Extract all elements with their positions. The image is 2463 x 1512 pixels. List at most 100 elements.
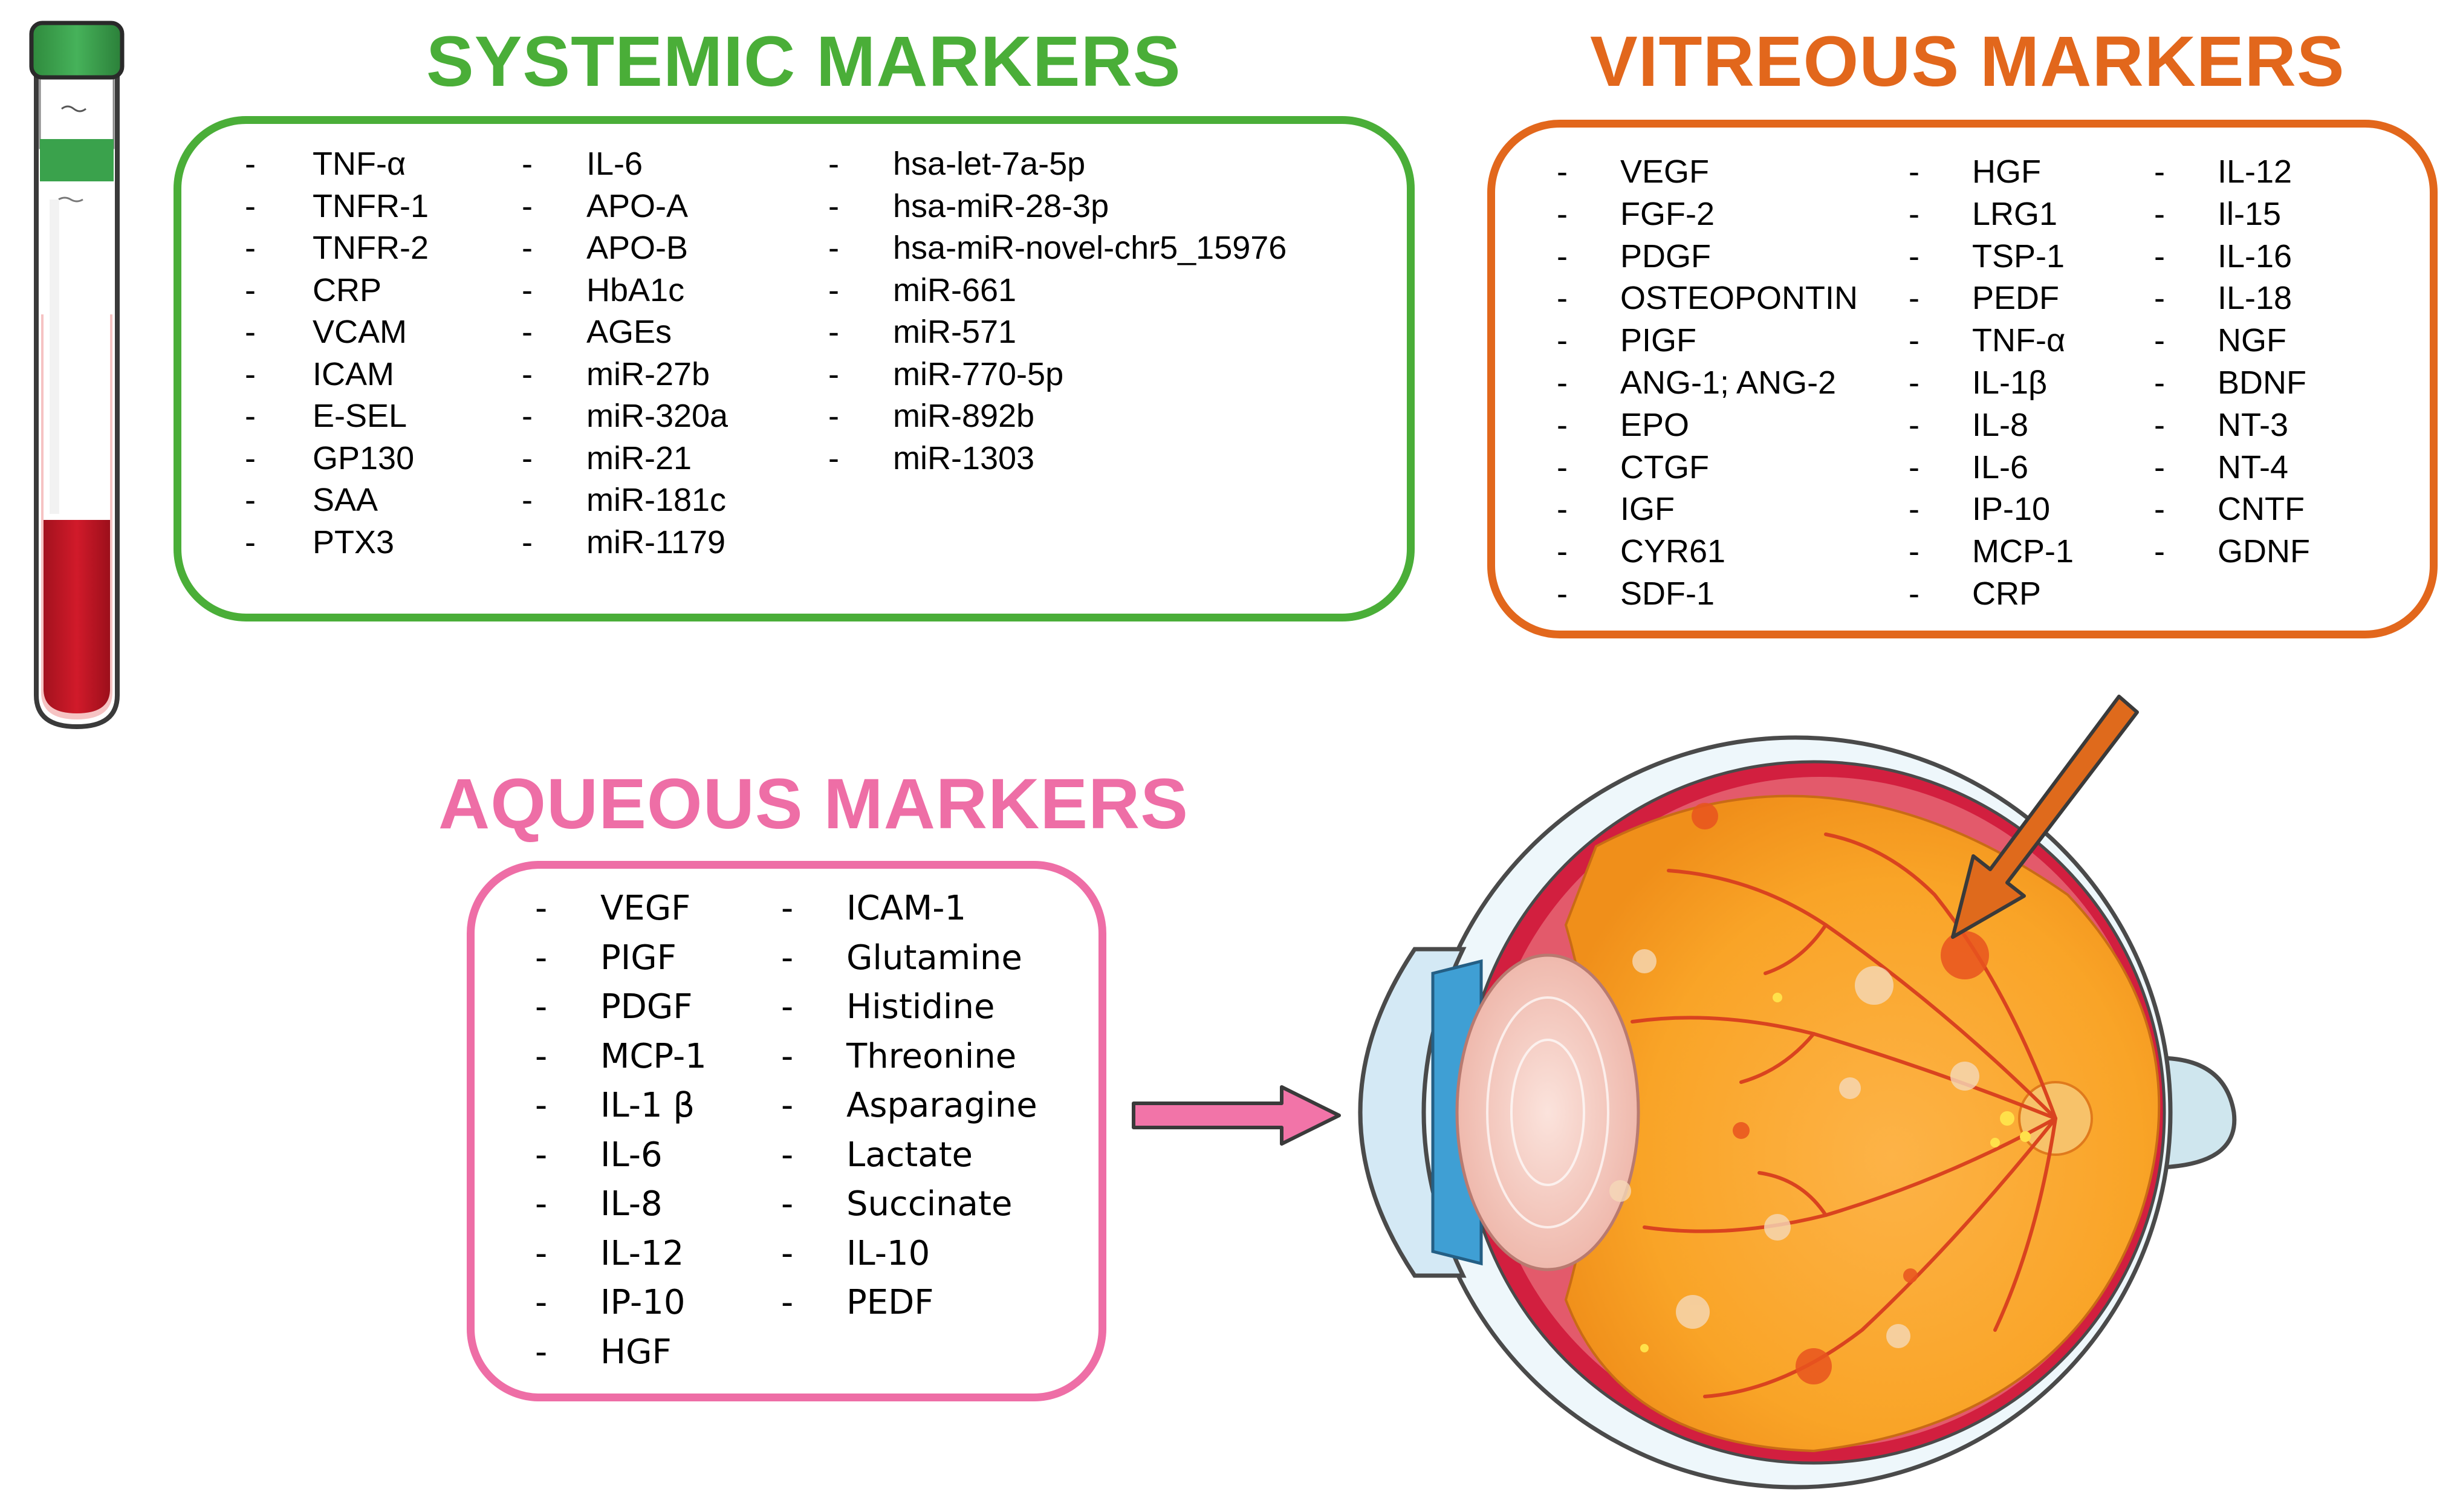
vitreous-marker-item: -CYR61 [1557, 531, 1858, 573]
aqueous-marker-item: -HGF [535, 1328, 707, 1377]
vitreous-marker-label: IL-1β [1972, 364, 2048, 401]
bullet-dash: - [245, 524, 256, 560]
systemic-column-3: -hsa-let-7a-5p-hsa-miR-28-3p-hsa-miR-nov… [828, 143, 1287, 479]
bullet-dash: - [828, 398, 839, 434]
bullet-dash: - [781, 889, 794, 928]
aqueous-marker-item: -IL-8 [535, 1179, 707, 1229]
vitreous-marker-label: FGF-2 [1620, 195, 1715, 232]
bullet-dash: - [2154, 322, 2165, 359]
aqueous-marker-label: Histidine [846, 987, 995, 1027]
bullet-dash: - [781, 987, 794, 1027]
bullet-dash: - [522, 398, 533, 434]
vitreous-marker-item: -LRG1 [1909, 193, 2074, 236]
systemic-marker-item: -miR-661 [828, 270, 1287, 312]
systemic-marker-label: miR-892b [893, 398, 1035, 434]
systemic-marker-label: TNFR-1 [313, 187, 429, 224]
bullet-dash: - [535, 938, 548, 978]
bullet-dash: - [1909, 575, 1919, 612]
bullet-dash: - [522, 314, 533, 350]
systemic-marker-label: ICAM [313, 355, 394, 392]
bullet-dash: - [522, 230, 533, 266]
vitreous-marker-label: IGF [1620, 491, 1675, 528]
bullet-dash: - [828, 187, 839, 224]
systemic-marker-label: miR-181c [586, 482, 727, 518]
systemic-marker-label: CRP [313, 271, 382, 308]
vitreous-marker-item: -IL-6 [1909, 447, 2074, 489]
vitreous-marker-item: -OSTEOPONTIN [1557, 277, 1858, 320]
vitreous-marker-item: -GDNF [2154, 531, 2310, 573]
vitreous-marker-item: -IL-1β [1909, 362, 2074, 404]
systemic-marker-item: -APO-A [522, 186, 728, 228]
aqueous-marker-label: IL-12 [600, 1233, 684, 1273]
vitreous-marker-item: -NGF [2154, 320, 2310, 362]
systemic-marker-label: miR-571 [893, 314, 1017, 350]
systemic-marker-item: -VCAM [245, 311, 429, 354]
vitreous-marker-item: -IL-12 [2154, 151, 2310, 193]
vitreous-marker-label: IL-12 [2218, 154, 2293, 190]
bullet-dash: - [1909, 280, 1919, 317]
bullet-dash: - [245, 271, 256, 308]
systemic-marker-label: HbA1c [586, 271, 685, 308]
bullet-dash: - [535, 1086, 548, 1125]
vitreous-marker-item: -NT-4 [2154, 447, 2310, 489]
vitreous-marker-item: -MCP-1 [1909, 531, 2074, 573]
bullet-dash: - [535, 987, 548, 1027]
systemic-column-1: -TNF-α-TNFR-1-TNFR-2-CRP-VCAM-ICAM-E-SEL… [245, 143, 429, 563]
systemic-marker-item: - miR-892b [828, 395, 1287, 438]
systemic-marker-label: miR-1303 [893, 440, 1035, 476]
vitreous-marker-label: VEGF [1620, 154, 1710, 190]
vitreous-markers-panel [1487, 120, 2438, 638]
bullet-dash: - [781, 938, 794, 978]
vitreous-marker-item: - Il-15 [2154, 193, 2310, 236]
bullet-dash: - [535, 1283, 548, 1322]
bullet-dash: - [2154, 491, 2165, 528]
bullet-dash: - [2154, 406, 2165, 443]
bullet-dash: - [245, 482, 256, 518]
systemic-marker-item: - ICAM [245, 354, 429, 396]
vitreous-marker-item: -CNTF [2154, 488, 2310, 531]
aqueous-marker-label: Lactate [846, 1135, 973, 1175]
bullet-dash: - [522, 355, 533, 392]
bullet-dash: - [245, 230, 256, 266]
vitreous-marker-label: IL-8 [1972, 406, 2029, 443]
bullet-dash: - [1557, 154, 1568, 190]
bullet-dash: - [781, 1086, 794, 1125]
systemic-marker-item: -miR-1179 [522, 522, 728, 564]
bullet-dash: - [245, 314, 256, 350]
bullet-dash: - [1909, 449, 1919, 485]
bullet-dash: - [1909, 533, 1919, 570]
systemic-marker-label: miR-320a [586, 398, 729, 434]
aqueous-marker-item: -ICAM-1 [781, 884, 1037, 933]
aqueous-marker-item: -IL-12 [535, 1229, 707, 1279]
vitreous-marker-label: NT-4 [2218, 449, 2289, 485]
systemic-marker-item: -GP130 [245, 438, 429, 480]
blood-tube-icon [29, 21, 125, 730]
bullet-dash: - [2154, 195, 2165, 232]
vitreous-markers-title: VITREOUS MARKERS [1590, 22, 2345, 102]
vitreous-marker-label: Il-15 [2218, 195, 2282, 232]
systemic-marker-label: APO-A [586, 187, 689, 224]
vitreous-marker-item: -SDF-1 [1557, 573, 1858, 615]
bullet-dash: - [535, 1135, 548, 1175]
vitreous-marker-label: TNF-α [1972, 322, 2066, 359]
bullet-dash: - [1557, 364, 1568, 401]
bullet-dash: - [828, 440, 839, 476]
aqueous-marker-item: - Lactate [781, 1131, 1037, 1180]
bullet-dash: - [245, 355, 256, 392]
systemic-marker-label: E-SEL [313, 398, 407, 434]
bullet-dash: - [1557, 449, 1568, 485]
aqueous-marker-item: -Threonine [781, 1032, 1037, 1082]
bullet-dash: - [1557, 280, 1568, 317]
aqueous-marker-item: -PIGF [535, 933, 707, 983]
bullet-dash: - [828, 271, 839, 308]
systemic-marker-label: hsa-let-7a-5p [893, 146, 1086, 182]
aqueous-marker-item: -PEDF [781, 1278, 1037, 1328]
aqueous-marker-label: IL-6 [600, 1135, 663, 1175]
systemic-marker-label: miR-770-5p [893, 355, 1064, 392]
bullet-dash: - [522, 482, 533, 518]
vitreous-marker-label: IL-16 [2218, 238, 2293, 274]
vitreous-marker-item: -FGF-2 [1557, 193, 1858, 236]
bullet-dash: - [781, 1135, 794, 1175]
aqueous-marker-item: - Histidine [781, 982, 1037, 1032]
systemic-marker-label: miR-27b [586, 355, 710, 392]
